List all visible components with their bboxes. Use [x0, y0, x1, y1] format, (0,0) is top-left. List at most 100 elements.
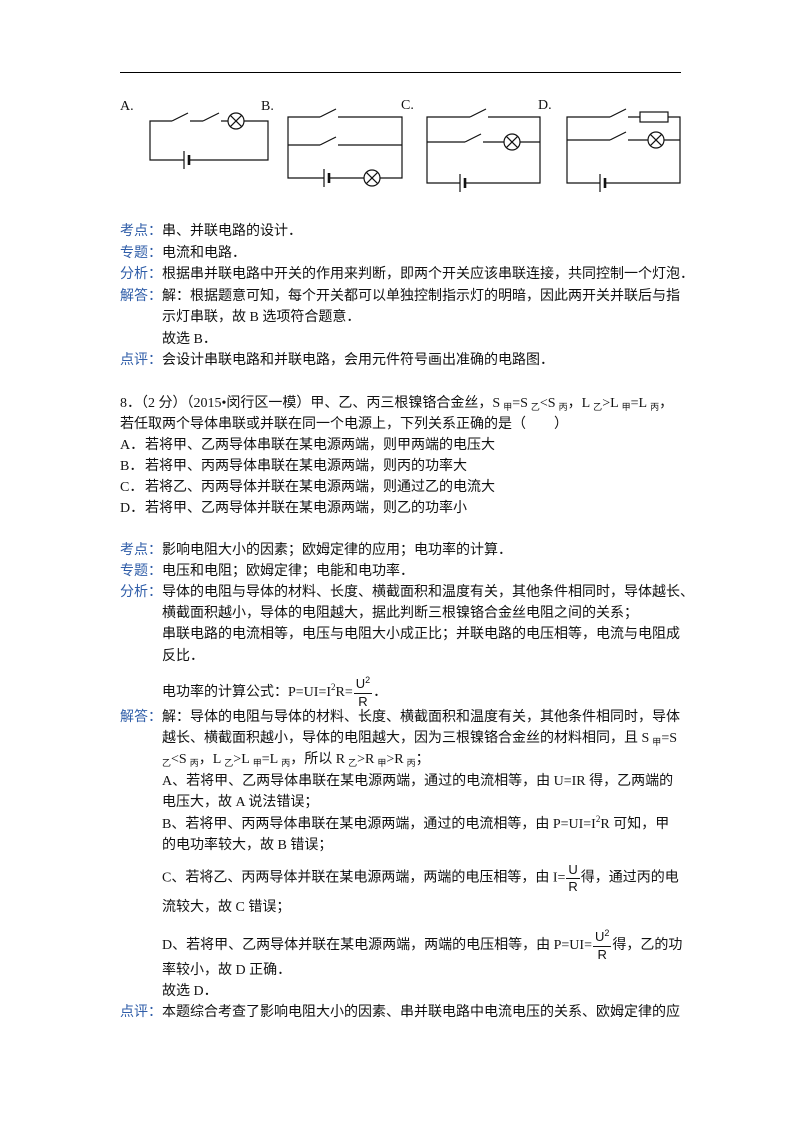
switch-icon — [464, 133, 482, 143]
superscript: 2 — [595, 814, 601, 824]
subscript: 丙 — [406, 758, 416, 768]
circuit-d-label: D. — [538, 98, 552, 113]
numerator-text: U — [355, 676, 366, 691]
q8-kaodian-line: 考点：影响电阻大小的因素；欧姆定律的应用；电功率的计算． — [120, 541, 512, 561]
wire-path — [287, 116, 403, 179]
text-segment: B、若将甲、丙两导体串联在某电源两端，通过的电流相等，由 P=UI=I — [162, 817, 596, 832]
q7-zhuanti-line: 专题：电流和电路． — [120, 244, 246, 264]
q8-jieda-a-line-2: 电压大，故 A 说法错误； — [162, 795, 319, 810]
q8-jieda-text: 解：导体的电阻与导体的材料、长度、横截面积和温度有关，其他条件相同时，导体 — [162, 710, 680, 725]
battery-icon — [183, 151, 191, 169]
subscript: 甲 — [652, 737, 662, 747]
fraction-numerator: U2 — [592, 928, 612, 947]
text-segment: C、若将乙、丙两导体并联在某电源两端，两端的电压相等，由 I= — [162, 870, 566, 886]
q8-stem-line-2: 若任取两个导体串联或并联在同一个电源上，下列关系正确的是（ ） — [120, 417, 568, 432]
switch-icon — [319, 108, 337, 118]
text-segment: 得，通过丙的电 — [580, 870, 679, 886]
battery-icon — [599, 174, 607, 192]
q7-dianping-line: 点评：会设计串联电路和并联电路，会用元件符号画出准确的电路图． — [120, 351, 554, 371]
stem-text: ， — [659, 396, 674, 411]
formula-text: ． — [373, 685, 388, 701]
q8-fenxi-line-2: 横截面积越小，导体的电阻越大，据此判断三根镍铬合金丝电阻之间的关系； — [162, 606, 638, 621]
q7-jieda-label: 解答： — [120, 289, 162, 304]
q7-dianping-text: 会设计串联电路和并联电路，会用元件符号画出准确的电路图． — [162, 353, 554, 368]
circuit-c-label: C. — [401, 98, 414, 113]
q8-jieda-label: 解答： — [120, 710, 162, 725]
circuit-b — [287, 108, 403, 187]
q8-zhuanti-line: 专题：电压和电阻；欧姆定律；电能和电功率． — [120, 562, 414, 582]
subscript: 甲 — [503, 402, 513, 412]
formula-text: R= — [335, 685, 353, 701]
wire-path — [426, 116, 541, 184]
circuit-b-label: B. — [261, 99, 274, 114]
subscript: 甲 — [621, 402, 631, 412]
circuit-c — [426, 108, 541, 192]
q8-jieda-b-line-2: 的电功率较大，故 B 错误； — [162, 838, 333, 853]
subscript: 甲 — [252, 758, 262, 768]
q7-zhuanti-text: 电流和电路． — [162, 246, 246, 261]
fraction-denominator: R — [568, 879, 578, 894]
q8-option-b-letter: B． — [120, 459, 144, 474]
q8-fenxi-label: 分析： — [120, 585, 162, 600]
subscript: 丙 — [281, 758, 291, 768]
q7-zhuanti-label: 专题： — [120, 246, 162, 261]
q7-jieda-conclusion: 故选 B． — [162, 332, 217, 347]
q8-kaodian-label: 考点： — [120, 543, 162, 558]
stem-text: =L — [630, 396, 648, 411]
q8-jieda-d-line-2: 率较小，故 D 正确． — [162, 963, 292, 978]
q8-kaodian-text: 影响电阻大小的因素；欧姆定律的应用；电功率的计算． — [162, 543, 512, 558]
superscript: 2 — [331, 682, 336, 693]
text-segment: >L — [233, 752, 250, 767]
q8-fenxi-line-3: 串联电路的电流相等，电压与电阻大小成正比；并联电路的电压相等，电流与电阻成 — [162, 627, 680, 642]
q8-option-a-text: 若将甲、乙两导体串联在某电源两端，则甲两端的电压大 — [145, 438, 495, 453]
text-segment: 越长、横截面积越小，导体的电阻越大，因为三根镍铬合金丝的材料相同，且 S — [162, 731, 650, 746]
circuit-diagrams — [149, 108, 681, 192]
q7-fenxi-text: 根据串并联电路中开关的作用来判断，即两个开关应该串联连接，共同控制一个灯泡． — [162, 267, 694, 282]
q8-zhuanti-label: 专题： — [120, 564, 162, 579]
subscript: 甲 — [377, 758, 387, 768]
text-segment: >R — [357, 752, 375, 767]
subscript: 乙 — [224, 758, 234, 768]
q7-kaodian-text: 串、并联电路的设计． — [162, 224, 302, 239]
fraction-denominator: R — [597, 947, 607, 962]
text-segment: =L — [261, 752, 279, 767]
lamp-icon — [363, 169, 381, 187]
wire-path — [149, 120, 269, 161]
q8-dianping-label: 点评： — [120, 1005, 162, 1020]
switch-icon — [609, 108, 627, 118]
fraction-numerator: U — [566, 862, 580, 879]
q8-option-b-text: 若将甲、丙两导体串联在某电源两端，则丙的功率大 — [145, 459, 467, 474]
q7-jieda-line-2: 示灯串联，故 B 选项符合题意． — [162, 310, 361, 325]
superscript: 2 — [365, 675, 371, 685]
subscript: 丙 — [650, 402, 660, 412]
switch-icon — [319, 136, 337, 146]
subscript: 乙 — [530, 402, 540, 412]
q8-fenxi-line-4: 反比． — [162, 649, 204, 664]
stem-text: ，L — [567, 396, 591, 411]
switch-icon — [469, 108, 487, 118]
resistor-icon — [639, 111, 669, 123]
q8-option-c-text: 若将乙、丙两导体并联在某电源两端，则通过乙的电流大 — [145, 480, 495, 495]
switch-icon — [171, 112, 189, 122]
formula-text: 电功率的计算公式：P=UI=I — [162, 685, 332, 701]
superscript: 2 — [604, 928, 610, 938]
text-segment: D、若将甲、乙两导体并联在某电源两端，两端的电压相等，由 P=UI= — [162, 938, 592, 954]
wire-path — [566, 116, 681, 184]
text-segment: ，L — [198, 752, 222, 767]
q8-jieda-c-line-2: 流较大，故 C 错误； — [162, 900, 291, 915]
stem-text: <S — [539, 396, 556, 411]
subscript: 乙 — [593, 402, 603, 412]
text-segment: ，所以 R — [290, 752, 346, 767]
stem-text: >L — [602, 396, 619, 411]
q8-jieda-b-line-1: B、若将甲、丙两导体串联在某电源两端，通过的电流相等，由 P=UI=I2R 可知… — [162, 814, 669, 835]
q8-fenxi-text: 导体的电阻与导体的材料、长度、横截面积和温度有关，其他条件相同时，导体越长、 — [162, 585, 694, 600]
subscript: 丙 — [558, 402, 568, 412]
q7-dianping-label: 点评： — [120, 353, 162, 368]
